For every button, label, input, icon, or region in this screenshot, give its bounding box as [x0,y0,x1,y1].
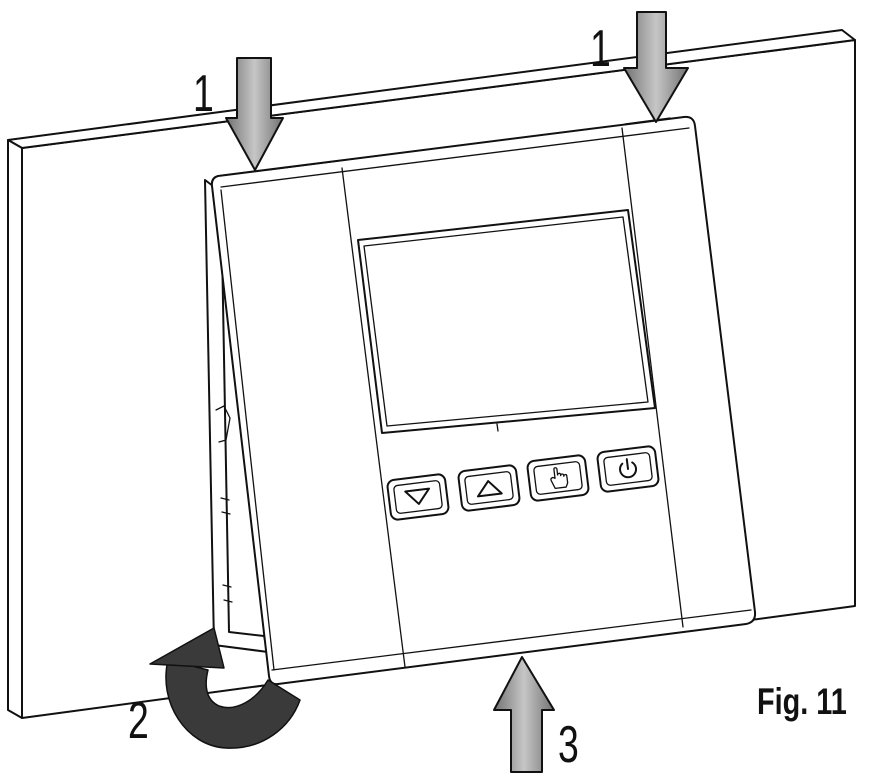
power-button [596,445,660,493]
display-screen [357,209,656,434]
wall-side-face [7,139,23,719]
cover-top-ridge [267,117,671,171]
up-button [457,464,521,512]
up-triangle-icon [476,480,503,498]
device [204,115,757,686]
cover-left-bevel [220,189,275,671]
rotate-arrow-band [165,659,301,749]
step-label-2: 2 [128,691,149,750]
press-arrow-left [225,57,284,171]
down-triangle-icon [404,487,431,505]
cover-left-divider [341,167,406,668]
display-frame [357,209,656,434]
down-button [386,473,450,521]
back-plate-clip-middle [220,497,231,515]
display-inner-border [363,216,649,427]
hand-icon [550,467,569,490]
step-label-3: 3 [558,715,579,774]
button-row [386,445,660,521]
back-plate-clip-lower [222,584,233,603]
press-arrow-right [623,11,689,123]
back-plate-clip-upper [215,405,231,443]
step-label-1-left: 1 [193,64,214,123]
cover-top-bevel [220,127,690,188]
rotate-arrow-head [149,627,225,669]
cover-right-divider [621,127,684,628]
cover-bottom-bevel [271,609,752,671]
step-label-1-right: 1 [590,19,611,78]
hand-button [526,454,590,502]
figure-caption: Fig. 11 [757,682,847,723]
power-icon [619,458,637,479]
rotate-arrow [149,627,301,749]
push-up-arrow [493,656,555,773]
display-tick-mark [496,423,499,432]
